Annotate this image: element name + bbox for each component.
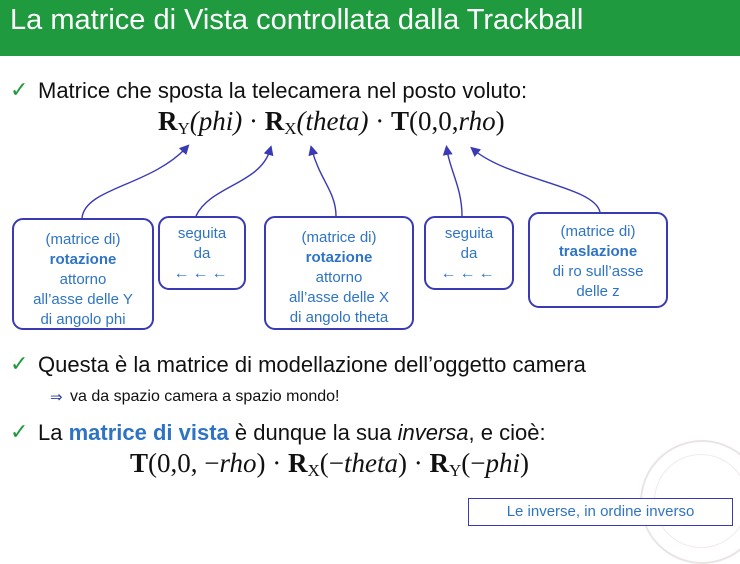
formula-inverse: T(0,0, −rho) · RX(−theta) · RY(−phi): [130, 448, 529, 481]
formula2-rho: rho: [219, 448, 257, 478]
formula2-open3: (−: [461, 448, 486, 478]
box2-line2: da: [193, 245, 211, 262]
formula2-x-sub: X: [307, 461, 320, 480]
formula1-x-sub: X: [284, 119, 297, 138]
formula1-dot2: ·: [375, 106, 385, 136]
connector-arrows: [81, 144, 601, 219]
left-arrows-icon: ←←←: [440, 265, 498, 282]
box5-line1: (matrice di): [560, 223, 636, 240]
arrow-to-dot1: [195, 145, 274, 217]
box1-line5: di angolo phi: [40, 311, 126, 328]
box1-line2: rotazione: [49, 251, 117, 268]
bullet-3-mid: è dunque la sua: [228, 420, 398, 445]
formula2-open2: (−: [319, 448, 345, 478]
bullet-1-text: Matrice che sposta la telecamera nel pos…: [38, 78, 528, 103]
box1-line4: all’asse delle Y: [33, 291, 133, 308]
title-bar: La matrice di Vista controllata dalla Tr…: [0, 0, 740, 56]
bullet-3-text: La matrice di vista è dunque la sua inve…: [38, 420, 546, 446]
formula1-targs: (0,0,: [409, 106, 459, 136]
formula2-theta: theta: [344, 448, 399, 478]
box3-line3: attorno: [315, 269, 363, 286]
arrow-to-dot2: [442, 145, 463, 217]
bullet-3-italic: inversa: [397, 420, 469, 445]
formula2-t: T: [130, 448, 149, 478]
checkmark-icon: ✓: [10, 420, 29, 445]
formula1-r: R: [158, 106, 178, 136]
implies-arrow-icon: ⇒: [50, 388, 63, 406]
formula2-close1: ): [256, 448, 266, 478]
bullet-3-emphasis: matrice di vista: [68, 420, 229, 445]
formula1-t: T: [391, 106, 410, 136]
formula1-dot1: ·: [249, 106, 259, 136]
formula2-dot2: ·: [413, 448, 423, 478]
formula2-rx: R: [288, 448, 308, 478]
box-translation: (matrice di) traslazione di ro sull’asse…: [528, 212, 668, 308]
box1-line3: attorno: [59, 271, 107, 288]
box-rotation-y: (matrice di) rotazione attorno all’asse …: [12, 218, 154, 330]
box3-line2: rotazione: [305, 249, 373, 266]
formula2-targs: (0,0, −: [148, 448, 220, 478]
arrow-to-t: [470, 146, 601, 213]
formula1-close: ): [495, 106, 505, 136]
checkmark-icon: ✓: [10, 352, 29, 377]
box-followed-by-2: seguita da ←←←: [424, 216, 514, 290]
formula2-y-sub: Y: [449, 461, 462, 480]
box-rotation-x: (matrice di) rotazione attorno all’asse …: [264, 216, 414, 330]
box3-line4: all’asse delle X: [288, 289, 390, 306]
box4-line1: seguita: [444, 225, 494, 242]
bullet-3-post: , e cioè:: [468, 420, 546, 445]
bullet-2-subtext: va da spazio camera a spazio mondo!: [70, 388, 340, 405]
formula1-rx: R: [264, 106, 285, 136]
box5-line3: di ro sull’asse: [552, 263, 644, 280]
box3-line1: (matrice di): [301, 229, 377, 246]
checkmark-icon: ✓: [10, 78, 29, 103]
box3-line5: di angolo theta: [289, 309, 389, 326]
arrow-to-rx: [308, 145, 337, 217]
note-box: Le inverse, in ordine inverso: [468, 498, 733, 526]
formula-view-matrix: RY(phi) · RX(theta) · T(0,0,rho): [158, 106, 505, 139]
formula1-theta: (theta): [296, 106, 369, 136]
box1-line1: (matrice di): [45, 231, 121, 248]
arrow-to-ry: [81, 144, 190, 219]
slide-title: La matrice di Vista controllata dalla Tr…: [10, 4, 584, 36]
formula2-close2: ): [398, 448, 408, 478]
bullet-3-pre: La: [38, 420, 69, 445]
left-arrows-icon: ←←←: [173, 265, 231, 282]
formula2-ry: R: [429, 448, 450, 478]
box5-line4: delle z: [576, 283, 620, 300]
bullet-2-text: Questa è la matrice di modellazione dell…: [38, 352, 586, 377]
formula1-y-sub: Y: [177, 119, 190, 138]
box2-line1: seguita: [177, 225, 227, 242]
formula2-phi: phi: [485, 448, 521, 478]
formula2-dot1: ·: [272, 448, 282, 478]
box-followed-by-1: seguita da ←←←: [158, 216, 246, 290]
formula2-close3: ): [520, 448, 530, 478]
formula1-phi: (phi): [189, 106, 243, 136]
box4-line2: da: [460, 245, 478, 262]
box5-line2: traslazione: [558, 243, 638, 260]
formula1-rho: rho: [458, 106, 496, 136]
